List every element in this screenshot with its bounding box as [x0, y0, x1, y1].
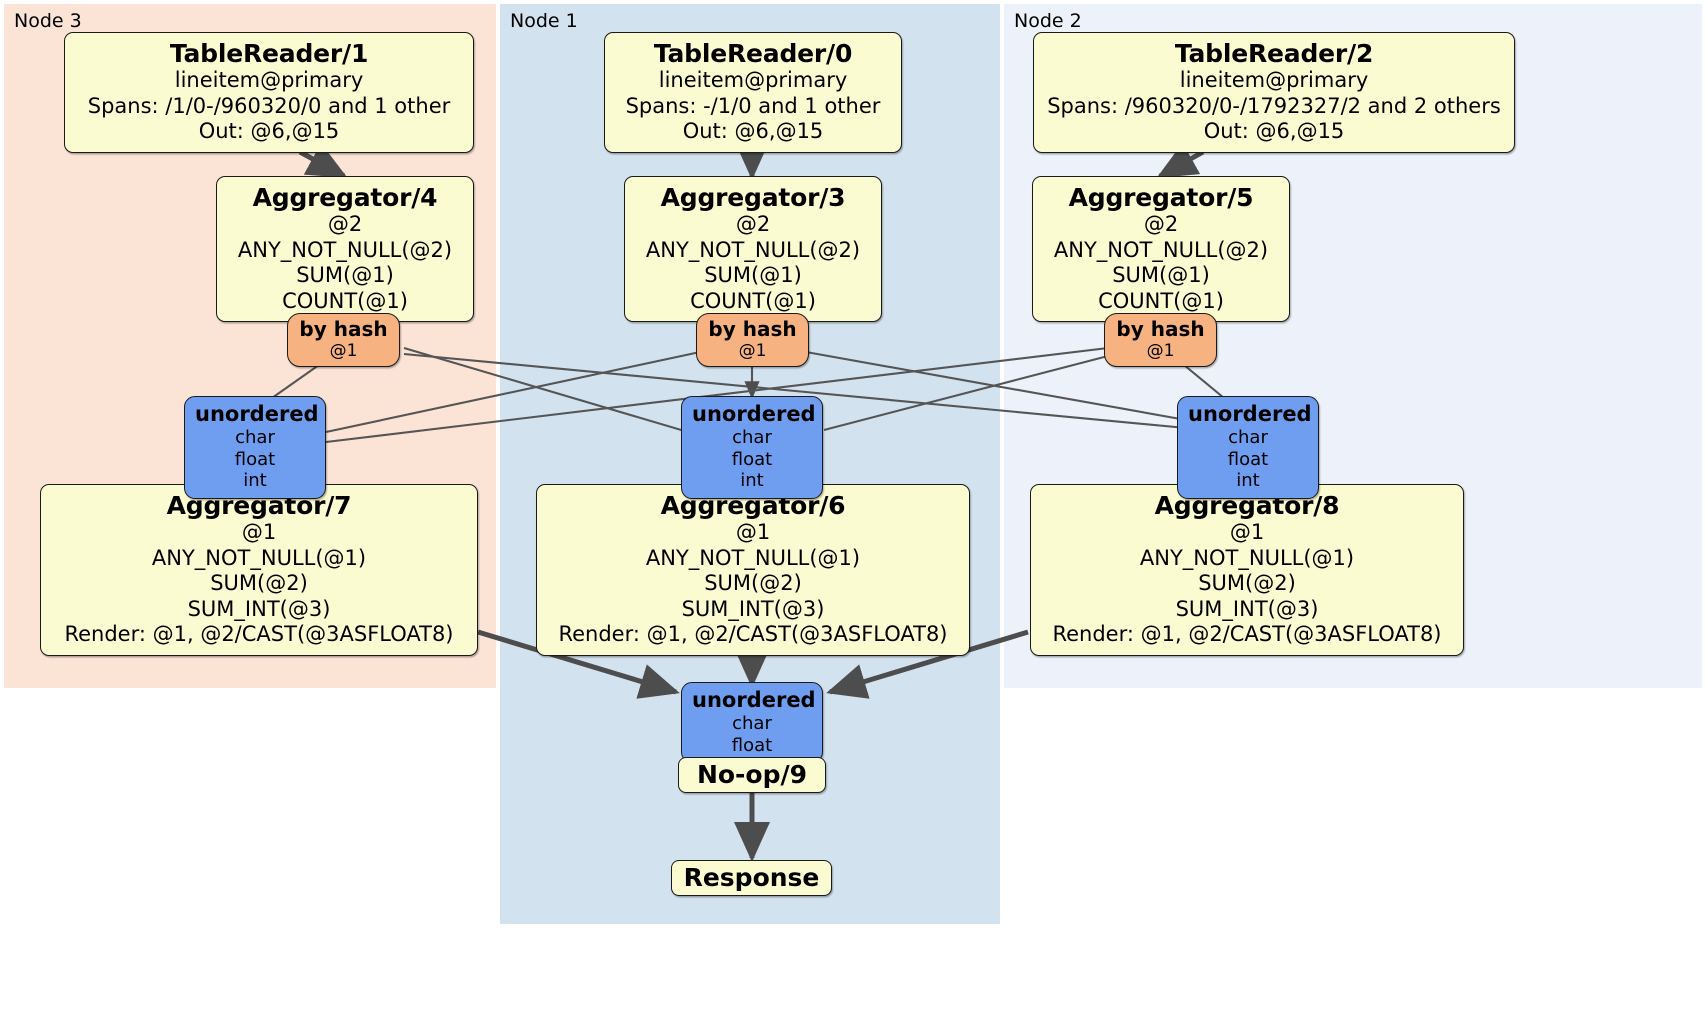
synchronizer-detail-line: int: [740, 470, 764, 491]
synchronizer-detail-line: float: [731, 448, 773, 470]
processor-aggregator-4[interactable]: Aggregator/4 @2 ANY_NOT_NULL(@2) SUM(@1)…: [216, 176, 474, 322]
processor-detail-line: Render: @1, @2/CAST(@3ASFLOAT8): [1052, 622, 1442, 646]
synchronizer-detail-line: float: [1227, 448, 1269, 470]
node-panel-label-node3: Node 3: [14, 10, 82, 32]
router-title: by hash: [708, 317, 797, 341]
processor-detail-line: Spans: /1/0-/960320/0 and 1 other: [87, 93, 451, 118]
processor-detail-line: @2: [735, 212, 771, 236]
synchronizer-unordered-left[interactable]: unordered char float int: [184, 396, 326, 499]
node-panel-label-node1: Node 1: [510, 10, 578, 32]
processor-detail-line: Spans: -/1/0 and 1 other: [625, 93, 881, 118]
processor-detail-line: SUM(@1): [704, 263, 802, 287]
processor-detail-line: @1: [241, 520, 277, 544]
synchronizer-detail-line: float: [234, 448, 276, 470]
router-detail-line: @1: [1146, 341, 1175, 361]
processor-detail-line: Render: @1, @2/CAST(@3ASFLOAT8): [64, 622, 454, 646]
processor-detail-line: @2: [327, 212, 363, 236]
processor-detail-line: Out: @6,@15: [1203, 119, 1345, 143]
processor-title: TableReader/0: [653, 39, 853, 68]
processor-detail-line: ANY_NOT_NULL(@2): [237, 237, 453, 262]
router-detail-line: @1: [329, 341, 358, 361]
processor-title: Response: [683, 863, 820, 892]
router-title: by hash: [1116, 317, 1205, 341]
router-by-hash-aggregator-4[interactable]: by hash @1: [287, 313, 400, 367]
processor-detail-line: @2: [1143, 212, 1179, 236]
processor-detail-line: Out: @6,@15: [198, 119, 340, 143]
synchronizer-detail-line: int: [243, 470, 267, 491]
processor-title: TableReader/2: [1174, 39, 1374, 68]
processor-tablereader-0[interactable]: TableReader/0 lineitem@primary Spans: -/…: [604, 32, 902, 153]
processor-title: TableReader/1: [169, 39, 369, 68]
processor-detail-line: COUNT(@1): [1098, 288, 1224, 313]
processor-title: Aggregator/3: [660, 183, 846, 212]
synchronizer-detail-line: float: [731, 734, 773, 756]
processor-detail-line: COUNT(@1): [282, 288, 408, 313]
processor-detail-line: lineitem@primary: [174, 68, 364, 92]
processor-title: Aggregator/4: [252, 183, 438, 212]
processor-detail-line: SUM_INT(@3): [187, 596, 331, 621]
processor-title: Aggregator/5: [1068, 183, 1254, 212]
processor-detail-line: Out: @6,@15: [682, 119, 824, 143]
processor-detail-line: @1: [1229, 520, 1265, 544]
processor-title: No-op/9: [696, 760, 808, 789]
synchronizer-detail-line: int: [1236, 470, 1260, 491]
synchronizer-title: unordered: [692, 688, 816, 712]
processor-detail-line: COUNT(@1): [690, 288, 816, 313]
processor-detail-line: ANY_NOT_NULL(@2): [645, 237, 861, 262]
processor-aggregator-8[interactable]: Aggregator/8 @1 ANY_NOT_NULL(@1) SUM(@2)…: [1030, 484, 1464, 656]
synchronizer-title: unordered: [1188, 402, 1312, 426]
synchronizer-detail-line: char: [732, 713, 772, 734]
processor-response[interactable]: Response: [671, 860, 832, 896]
processor-aggregator-7[interactable]: Aggregator/7 @1 ANY_NOT_NULL(@1) SUM(@2)…: [40, 484, 478, 656]
processor-detail-line: SUM(@2): [210, 571, 308, 595]
processor-detail-line: lineitem@primary: [1179, 68, 1369, 92]
processor-tablereader-2[interactable]: TableReader/2 lineitem@primary Spans: /9…: [1033, 32, 1515, 153]
processor-detail-line: SUM_INT(@3): [1175, 596, 1319, 621]
synchronizer-unordered-final[interactable]: unordered char float: [681, 682, 823, 763]
processor-detail-line: lineitem@primary: [658, 68, 848, 92]
synchronizer-detail-line: char: [732, 427, 772, 448]
synchronizer-unordered-right[interactable]: unordered char float int: [1177, 396, 1319, 499]
processor-detail-line: SUM(@2): [1198, 571, 1296, 595]
processor-aggregator-6[interactable]: Aggregator/6 @1 ANY_NOT_NULL(@1) SUM(@2)…: [536, 484, 970, 656]
router-by-hash-aggregator-3[interactable]: by hash @1: [696, 313, 809, 367]
processor-detail-line: ANY_NOT_NULL(@1): [645, 545, 861, 570]
processor-detail-line: SUM(@1): [296, 263, 394, 287]
processor-detail-line: SUM_INT(@3): [681, 596, 825, 621]
router-detail-line: @1: [738, 341, 767, 361]
router-by-hash-aggregator-5[interactable]: by hash @1: [1104, 313, 1217, 367]
node-panel-label-node2: Node 2: [1014, 10, 1082, 32]
processor-tablereader-1[interactable]: TableReader/1 lineitem@primary Spans: /1…: [64, 32, 474, 153]
processor-detail-line: Spans: /960320/0-/1792327/2 and 2 others: [1047, 93, 1501, 118]
router-title: by hash: [299, 317, 388, 341]
synchronizer-title: unordered: [692, 402, 816, 426]
processor-detail-line: ANY_NOT_NULL(@2): [1053, 237, 1269, 262]
processor-detail-line: Render: @1, @2/CAST(@3ASFLOAT8): [558, 622, 948, 646]
processor-aggregator-5[interactable]: Aggregator/5 @2 ANY_NOT_NULL(@2) SUM(@1)…: [1032, 176, 1290, 322]
processor-detail-line: SUM(@1): [1112, 263, 1210, 287]
synchronizer-unordered-mid[interactable]: unordered char float int: [681, 396, 823, 499]
synchronizer-detail-line: char: [1228, 427, 1268, 448]
synchronizer-detail-line: char: [235, 427, 275, 448]
processor-aggregator-3[interactable]: Aggregator/3 @2 ANY_NOT_NULL(@2) SUM(@1)…: [624, 176, 882, 322]
processor-detail-line: @1: [735, 520, 771, 544]
processor-detail-line: SUM(@2): [704, 571, 802, 595]
processor-detail-line: ANY_NOT_NULL(@1): [151, 545, 367, 570]
processor-noop-9[interactable]: No-op/9: [678, 757, 826, 793]
processor-detail-line: ANY_NOT_NULL(@1): [1139, 545, 1355, 570]
synchronizer-title: unordered: [195, 402, 319, 426]
